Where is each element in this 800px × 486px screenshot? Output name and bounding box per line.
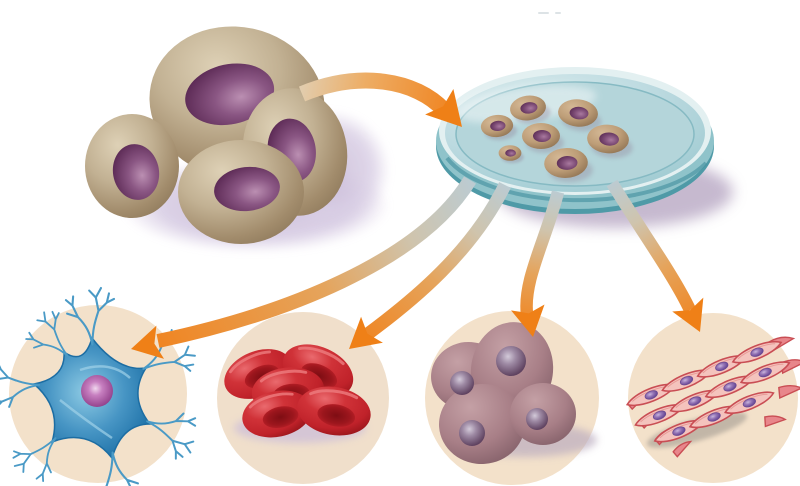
diff-arrow-neuron-icon (131, 176, 476, 359)
petri-dish-icon (436, 67, 733, 228)
diff-arrow-muscle-icon (606, 179, 704, 332)
outcome-circles (0, 285, 800, 486)
diff-arrow-rbc-icon (349, 182, 511, 349)
diff-arrow-cluster-icon (511, 190, 565, 337)
differentiation-arrows (131, 176, 704, 359)
cell-cluster-icon (425, 311, 599, 485)
neuron-icon (0, 285, 204, 486)
stem-cell-cluster-icon (85, 26, 390, 253)
seed-arrow-icon (298, 72, 462, 127)
red-blood-cells-icon (215, 312, 389, 484)
muscle-tissue-icon (623, 313, 800, 483)
stray-mark (538, 12, 561, 14)
